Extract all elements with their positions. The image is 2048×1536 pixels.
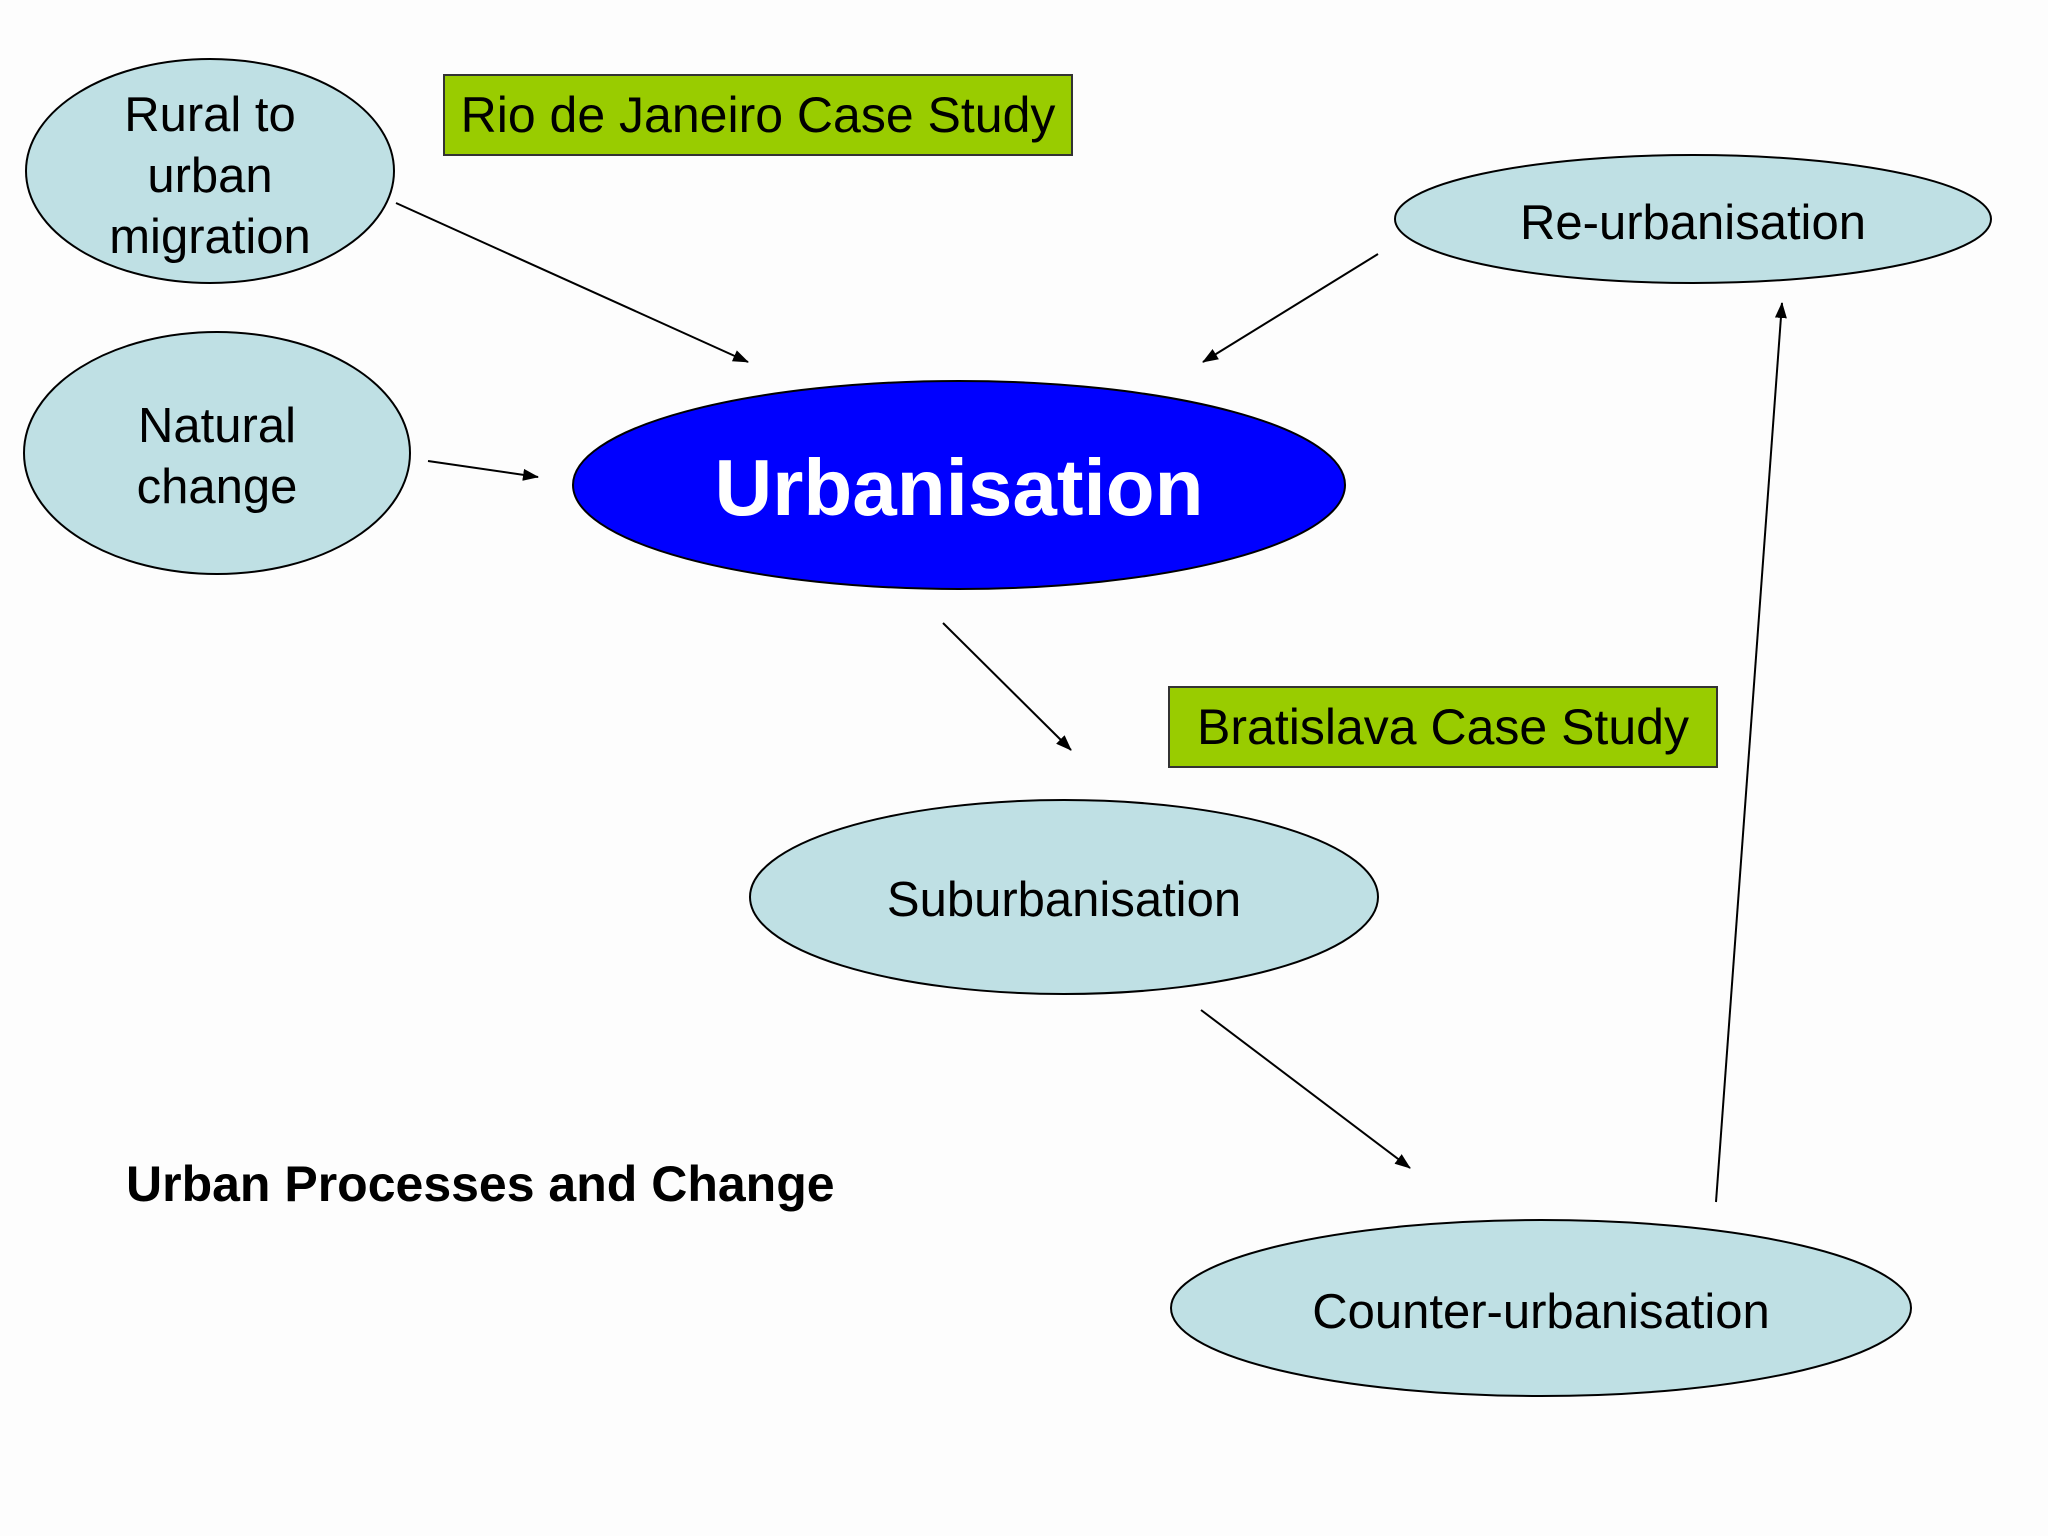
node-suburbanisation: Suburbanisation xyxy=(749,799,1379,995)
arrow-rural-to-urbanisation xyxy=(395,202,749,363)
arrow-natural-to-urbanisation xyxy=(427,460,539,481)
arrow-counter-to-reurban xyxy=(1715,302,1787,1203)
arrows xyxy=(395,202,1787,1203)
node-counter-urbanisation: Counter-urbanisation xyxy=(1170,1219,1912,1397)
arrow-reurban-to-urbanisation xyxy=(1202,253,1379,363)
node-label-line: Natural xyxy=(138,399,296,453)
node-shape xyxy=(23,331,411,575)
node-shape xyxy=(1394,154,1992,284)
node-label-line: urban xyxy=(147,149,272,203)
slide-caption: Urban Processes and Change xyxy=(126,1156,835,1212)
node-shape xyxy=(25,58,395,284)
case-study-tag-rio: Rio de Janeiro Case Study xyxy=(443,74,1073,156)
node-shape xyxy=(749,799,1379,995)
node-label: Suburbanisation xyxy=(887,873,1241,927)
case-study-label: Rio de Janeiro Case Study xyxy=(460,87,1056,143)
arrow-urbanisation-to-suburban xyxy=(942,622,1072,751)
case-study-tag-bratislava: Bratislava Case Study xyxy=(1168,686,1718,768)
node-label: Urbanisation xyxy=(715,443,1204,532)
node-re-urbanisation: Re-urbanisation xyxy=(1394,154,1992,284)
node-urbanisation: Urbanisation xyxy=(572,380,1346,590)
node-label-line: change xyxy=(137,460,298,514)
node-shape xyxy=(1170,1219,1912,1397)
node-natural-change: Natural change xyxy=(23,331,411,575)
node-label: Counter-urbanisation xyxy=(1312,1285,1770,1339)
node-label: Re-urbanisation xyxy=(1520,196,1866,250)
node-label-line: migration xyxy=(109,210,311,264)
arrow-suburban-to-counter xyxy=(1200,1009,1411,1169)
node-label-line: Rural to xyxy=(124,88,296,142)
node-shape xyxy=(572,380,1346,590)
node-rural-to-urban-migration: Rural to urban migration xyxy=(25,58,395,284)
case-study-label: Bratislava Case Study xyxy=(1197,699,1689,755)
